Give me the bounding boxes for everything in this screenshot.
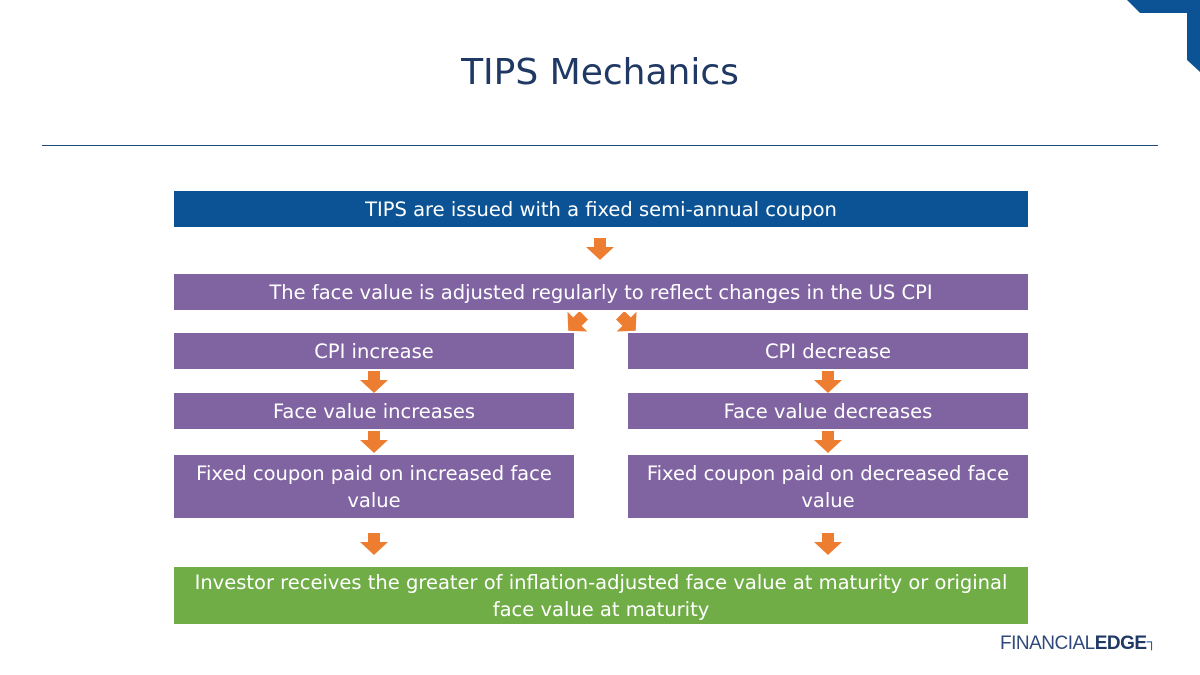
divider [42,145,1158,146]
arrow-down-icon [814,431,842,453]
box-cpi-increase: CPI increase [174,333,574,369]
logo-corner-icon: ┐ [1146,633,1157,649]
arrow-down-right-icon [615,312,637,332]
arrow-down-icon [360,533,388,555]
logo-text-financial: FINANCIAL [999,633,1095,654]
box-issued: TIPS are issued with a fixed semi-annual… [174,191,1028,227]
box-coupon-decreased: Fixed coupon paid on decreased face valu… [628,455,1028,518]
logo-text-edge: EDGE [1094,633,1147,654]
box-adjusted: The face value is adjusted regularly to … [174,274,1028,310]
box-face-increases: Face value increases [174,393,574,429]
page-title: TIPS Mechanics [461,52,739,93]
arrow-down-left-icon [567,312,589,332]
arrow-down-icon [360,371,388,393]
box-investor-receives: Investor receives the greater of inflati… [174,567,1028,624]
box-coupon-increased: Fixed coupon paid on increased face valu… [174,455,574,518]
box-cpi-decrease: CPI decrease [628,333,1028,369]
corner-decoration [1127,0,1200,72]
box-face-decreases: Face value decreases [628,393,1028,429]
arrow-down-icon [814,371,842,393]
arrow-down-icon [814,533,842,555]
arrow-down-icon [586,238,614,260]
arrow-down-icon [360,431,388,453]
financial-edge-logo: FINANCIALEDGE┐ [999,633,1157,655]
